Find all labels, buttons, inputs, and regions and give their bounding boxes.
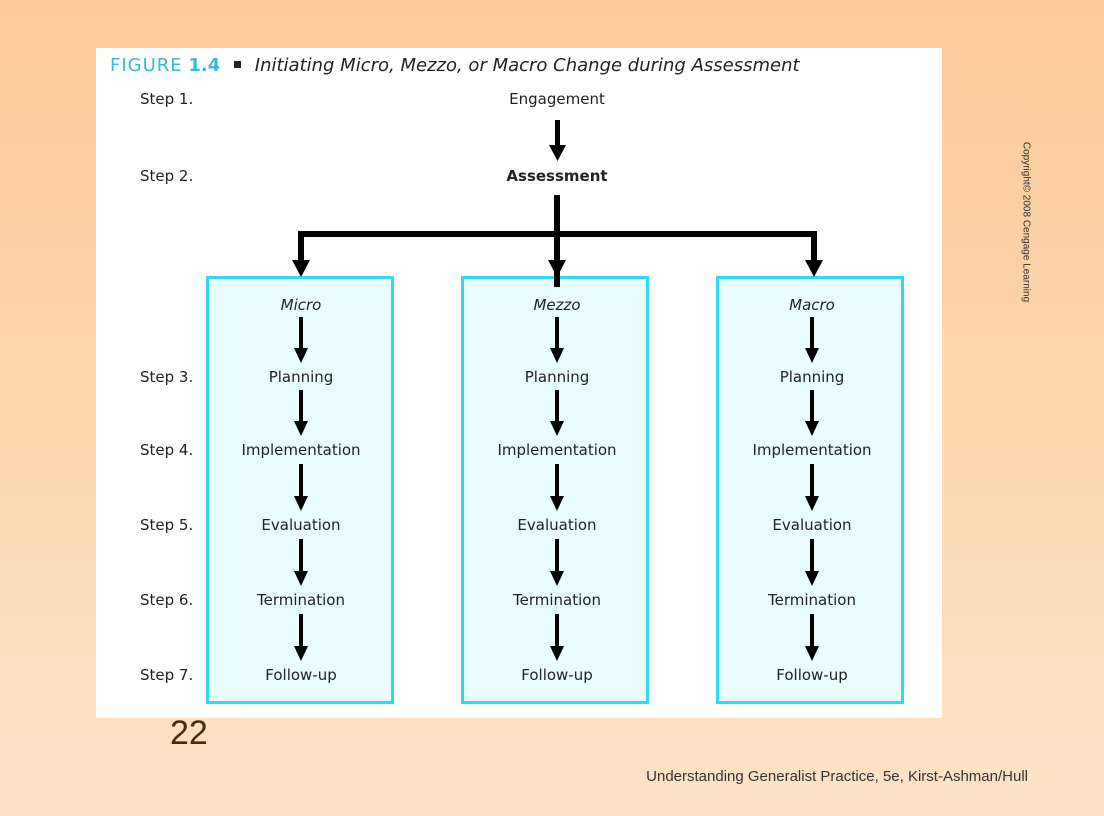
macro-arrow-shaft-2 (810, 390, 814, 422)
arrow-shaft-engagement (555, 120, 560, 146)
step-label-2: Step 2. (140, 167, 194, 185)
mezzo-arrowhead-4 (550, 571, 564, 586)
macro-step-planning: Planning (779, 368, 845, 386)
figure-title: Initiating Micro, Mezzo, or Macro Change… (254, 55, 800, 76)
mezzo-arrowhead-2 (550, 421, 564, 436)
macro-step-termination: Termination (768, 591, 856, 609)
mezzo-arrow-shaft-3 (555, 464, 559, 497)
mezzo-arrowhead-5 (550, 646, 564, 661)
micro-arrow-shaft-4 (299, 539, 303, 572)
micro-arrow-shaft-5 (299, 614, 303, 647)
figure-panel: FIGURE 1.4 Initiating Micro, Mezzo, or M… (96, 48, 942, 718)
figure-number: 1.4 (188, 55, 221, 76)
macro-arrow-shaft-1 (810, 317, 814, 349)
arrowhead-micro (292, 260, 310, 277)
macro-arrow-shaft-3 (810, 464, 814, 497)
branch-trunk (554, 195, 560, 287)
micro-arrowhead-2 (294, 421, 308, 436)
figure-caption: FIGURE 1.4 Initiating Micro, Mezzo, or M… (110, 55, 800, 76)
branch-horizontal (298, 231, 817, 237)
branch-left (298, 231, 304, 261)
macro-arrowhead-1 (805, 348, 819, 363)
arrowhead-engagement (549, 145, 566, 161)
step-label-1: Step 1. (140, 90, 194, 108)
macro-step-implementation: Implementation (752, 441, 872, 459)
macro-arrowhead-4 (805, 571, 819, 586)
mezzo-heading: Mezzo (533, 296, 581, 314)
mezzo-step-planning: Planning (524, 368, 590, 386)
micro-arrow-shaft-1 (299, 317, 303, 349)
step-label-7: Step 7. (140, 666, 194, 684)
mezzo-arrow-shaft-4 (555, 539, 559, 572)
mezzo-arrowhead-1 (550, 348, 564, 363)
macro-heading: Macro (789, 296, 835, 314)
mezzo-step-follow-up: Follow-up (521, 666, 593, 684)
micro-heading: Micro (280, 296, 322, 314)
macro-arrowhead-3 (805, 496, 819, 511)
caption-square-icon (234, 61, 242, 68)
mezzo-arrow-shaft-2 (555, 390, 559, 422)
macro-step-evaluation: Evaluation (772, 516, 852, 534)
macro-arrow-shaft-5 (810, 614, 814, 647)
slide-number: 22 (170, 714, 208, 752)
assessment-node: Assessment (506, 167, 608, 185)
micro-step-planning: Planning (268, 368, 334, 386)
micro-step-implementation: Implementation (241, 441, 361, 459)
mezzo-arrowhead-3 (550, 496, 564, 511)
mezzo-step-implementation: Implementation (497, 441, 617, 459)
macro-step-follow-up: Follow-up (776, 666, 848, 684)
figure-label: FIGURE (110, 55, 183, 76)
micro-arrow-shaft-2 (299, 390, 303, 422)
mezzo-arrow-shaft-5 (555, 614, 559, 647)
step-label-4: Step 4. (140, 441, 194, 459)
connector-arrows (292, 120, 823, 661)
micro-arrow-shaft-3 (299, 464, 303, 497)
step-label-3: Step 3. (140, 368, 194, 386)
micro-arrowhead-1 (294, 348, 308, 363)
macro-arrowhead-5 (805, 646, 819, 661)
arrowhead-mezzo (548, 260, 566, 277)
copyright-notice: Copyright© 2008 Cengage Learning (1020, 141, 1032, 303)
micro-step-evaluation: Evaluation (261, 516, 341, 534)
micro-arrowhead-5 (294, 646, 308, 661)
arrowhead-macro (805, 260, 823, 277)
step-label-6: Step 6. (140, 591, 194, 609)
step-label-5: Step 5. (140, 516, 194, 534)
micro-step-follow-up: Follow-up (265, 666, 337, 684)
book-credit: Understanding Generalist Practice, 5e, K… (646, 768, 1028, 785)
macro-arrow-shaft-4 (810, 539, 814, 572)
branch-right (811, 231, 817, 261)
micro-step-termination: Termination (257, 591, 345, 609)
engagement-node: Engagement (509, 90, 605, 108)
micro-arrowhead-3 (294, 496, 308, 511)
mezzo-step-termination: Termination (513, 591, 601, 609)
mezzo-step-evaluation: Evaluation (517, 516, 597, 534)
macro-arrowhead-2 (805, 421, 819, 436)
micro-arrowhead-4 (294, 571, 308, 586)
mezzo-arrow-shaft-1 (555, 317, 559, 349)
